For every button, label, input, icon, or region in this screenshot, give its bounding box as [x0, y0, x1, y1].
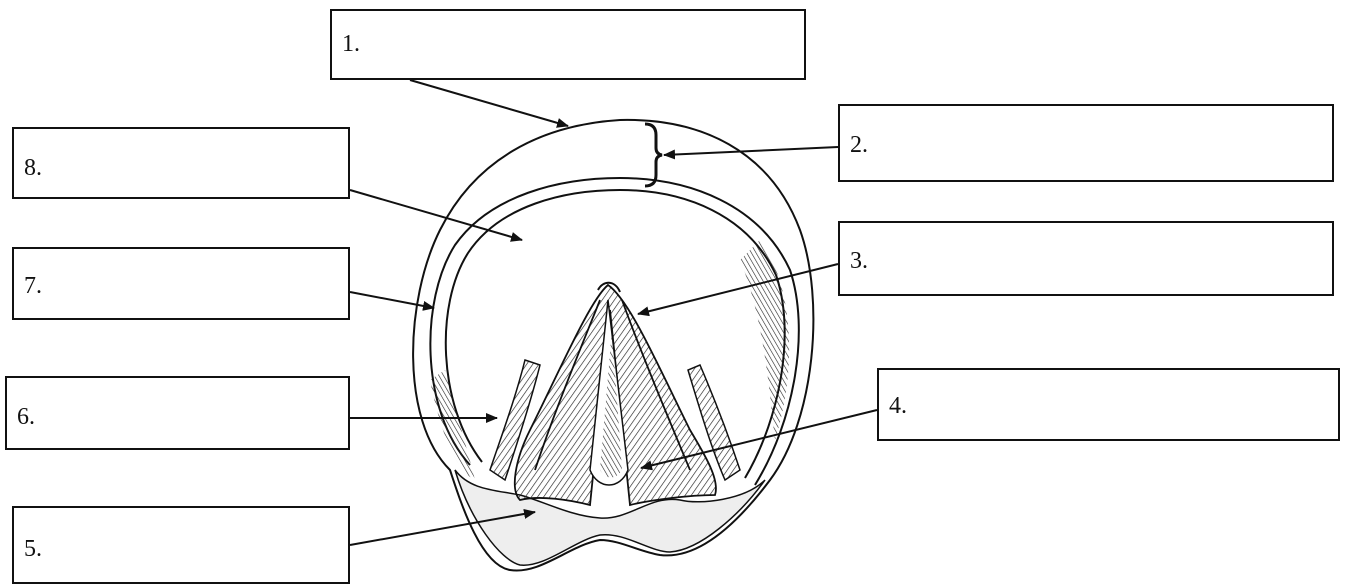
label-box-8[interactable]: 8.	[12, 127, 350, 199]
label-number-8: 8.	[24, 155, 42, 181]
label-box-2[interactable]: 2.	[838, 104, 1334, 182]
label-box-1[interactable]: 1.	[330, 9, 806, 80]
wall-thickness-bracket	[644, 122, 663, 188]
label-number-2: 2.	[850, 132, 868, 158]
arrow-7	[349, 291, 435, 311]
label-box-5[interactable]: 5.	[12, 506, 350, 584]
label-box-4[interactable]: 4.	[877, 368, 1340, 441]
bar-left	[489, 359, 541, 482]
label-number-3: 3.	[850, 248, 868, 274]
frog	[513, 283, 717, 507]
arrow-3	[637, 263, 839, 317]
heel-bulbs-shading	[454, 469, 766, 566]
arrow-1	[409, 79, 569, 128]
arrow-5	[349, 509, 536, 546]
label-box-3[interactable]: 3.	[838, 221, 1334, 296]
frog-sulcus-hatch	[600, 330, 622, 478]
label-number-4: 4.	[889, 393, 907, 419]
label-number-7: 7.	[24, 273, 42, 299]
white-line	[429, 176, 800, 486]
collateral-groove-right	[621, 299, 691, 471]
frog-apex	[597, 281, 621, 293]
wall-shading-right	[740, 240, 790, 440]
bar-right	[687, 364, 741, 482]
collateral-groove-left	[534, 299, 601, 471]
label-number-6: 6.	[17, 404, 35, 430]
arrow-2	[663, 146, 839, 160]
label-box-6[interactable]: 6.	[5, 376, 350, 450]
arrow-8	[349, 189, 523, 242]
label-number-5: 5.	[24, 536, 42, 562]
label-box-7[interactable]: 7.	[12, 247, 350, 320]
label-number-1: 1.	[342, 31, 360, 57]
wall-shading-left	[430, 370, 475, 480]
arrow-4	[640, 409, 878, 471]
